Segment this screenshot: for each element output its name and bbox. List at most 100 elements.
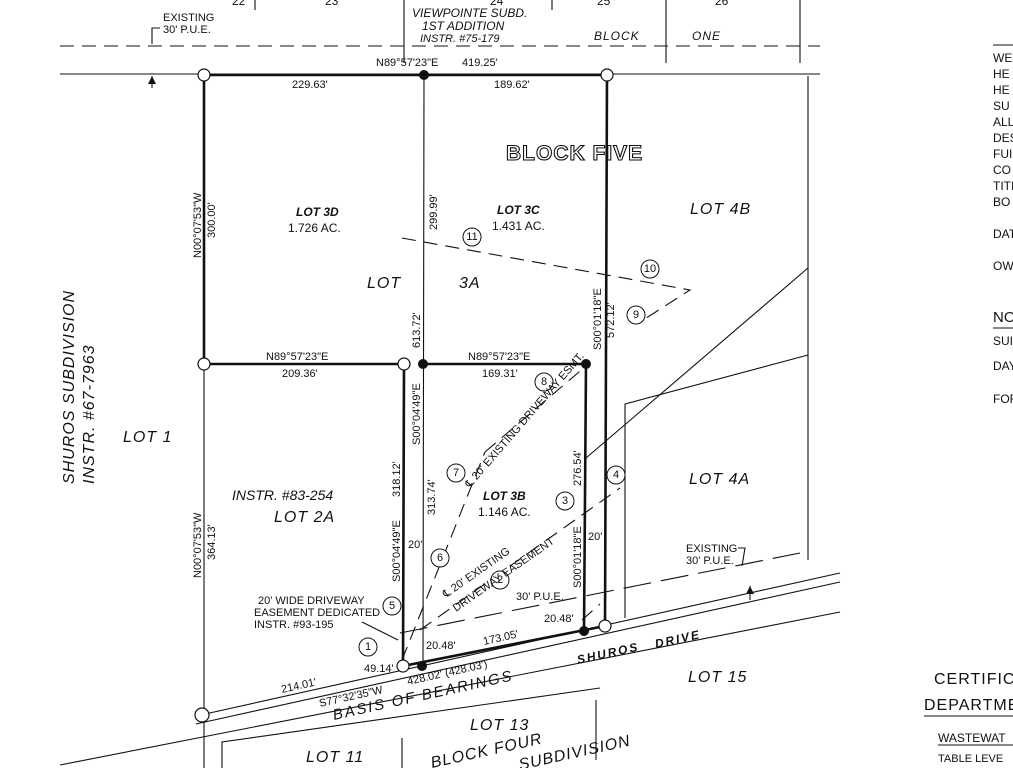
lot4a-boundary [624, 354, 809, 618]
lot4a-label: LOT 4A [689, 471, 750, 488]
driveway-leader [361, 621, 399, 641]
panel-day: DAY [993, 359, 1013, 373]
lot3b-name: LOT 3B [483, 489, 526, 503]
curve-number: 2 [497, 574, 503, 586]
panel-line: DES [993, 131, 1013, 145]
lot-labels: BLOCK FIVE LOT 3D 1.726 AC. LOT 3C 1.431… [61, 141, 751, 768]
lot3b-west-dist: 313.74' [426, 479, 438, 515]
monument-solid [419, 70, 429, 80]
middle-long-dist: 613.72' [411, 312, 423, 348]
curve-number: 11 [466, 231, 477, 243]
road-line [59, 611, 841, 766]
driveway-centerline-upper-b [484, 365, 587, 453]
block-one-label: ONE [692, 29, 721, 43]
lot11-label: LOT 11 [306, 749, 364, 766]
curve-number: 7 [453, 467, 459, 479]
monument-solid [581, 359, 591, 369]
monument-open [397, 357, 411, 371]
panel-date: DAT [993, 227, 1013, 241]
street-name-type: DRIVE [654, 627, 703, 651]
lot4b-label: LOT 4B [690, 201, 751, 218]
pue-arrow-head [746, 586, 754, 594]
monument-open [600, 68, 614, 82]
dimension-labels: N89°57'23"E 419.25' 229.63' 189.62' N00°… [192, 57, 617, 710]
lot15-label: LOT 15 [688, 669, 747, 686]
lot2a-label: LOT 2A [274, 509, 335, 526]
driveway-dedicated-label: 20' WIDE DRIVEWAY [258, 595, 365, 607]
curve-number: 1 [365, 641, 371, 653]
existing-pue-top-label: 30' P.U.E. [163, 24, 211, 36]
monument-open [396, 659, 410, 673]
panel-line: HE [993, 67, 1010, 81]
curve-number: 8 [541, 376, 547, 388]
lot3b-east-dist: 276.54' [572, 450, 584, 486]
north-left-dist: 229.63' [292, 79, 328, 91]
lot2a-east-boundary [401, 363, 406, 667]
lot4-divider [585, 267, 809, 459]
lot13-label: LOT 13 [470, 717, 529, 734]
panel-line: WE [993, 51, 1012, 65]
neighbor-lines [203, 76, 809, 768]
north-bearing: N89°57'23"E [376, 57, 438, 69]
driveway-dedicated-label: EASEMENT DEDICATED [254, 607, 380, 619]
seg-2048a: 20.48' [426, 640, 456, 652]
driveway-easement-lower [419, 487, 621, 631]
mid-right-bearing: N89°57'23"E [468, 351, 530, 363]
curve-number: 9 [633, 309, 639, 321]
monument-solid [418, 359, 428, 369]
top-lot-number: 22 [232, 0, 246, 8]
pue-leader-right [738, 547, 746, 567]
lot3b-east-boundary [582, 363, 588, 632]
lot3a-east-dashed-line [401, 237, 692, 323]
viewpointe-label: INSTR. #75-179 [420, 33, 499, 45]
panel-line: FUI [993, 147, 1012, 161]
top-lot-number: 24 [490, 0, 504, 8]
lot2a-instr: INSTR. #83-254 [232, 487, 333, 503]
road-south-edge [221, 687, 601, 768]
shuros-subdivision-instr: INSTR. #67-7963 [81, 344, 98, 484]
road-pue-line [399, 551, 806, 634]
panel-line: HE [993, 83, 1010, 97]
middle-boundary [422, 74, 425, 667]
monument-open [197, 68, 211, 82]
lot3b-west-bearing: S00°04'49"E [411, 383, 423, 445]
pue-leader [151, 27, 160, 44]
driveway-dedicated-label: INSTR. #93-195 [254, 619, 333, 631]
existing-pue-right: EXISTING [686, 543, 737, 555]
lot3b-area: 1.146 AC. [478, 505, 531, 519]
lot3d-name: LOT 3D [296, 205, 339, 219]
top-lot-number: 26 [715, 0, 729, 8]
panel-notary: NO [993, 309, 1013, 326]
curve-number: 6 [437, 552, 443, 564]
south-boundary [402, 624, 606, 668]
panel-line: CO [993, 163, 1011, 177]
pue-30-label: 30' P.U.E. [516, 591, 564, 603]
curve-number: 3 [562, 495, 568, 507]
lot2a-east-dist: 318.12' [391, 461, 403, 497]
monument-solid [579, 626, 589, 636]
right-panel: WE HE HE SU ALL DES FUI CO TITI BO DAT O… [924, 44, 1013, 765]
seg-49: 49.14' [364, 663, 394, 675]
existing-pue-right: 30' P.U.E. [686, 555, 734, 567]
panel-line: SU [993, 99, 1010, 113]
block-one-label: BLOCK [594, 29, 640, 43]
seg-2048b: 20.48' [544, 613, 574, 625]
panel-line: BO [993, 195, 1010, 209]
north-total: 419.25' [462, 57, 498, 69]
width-20-label: 20' [588, 531, 602, 543]
road-line [195, 581, 841, 725]
east-dist: 572.12' [605, 302, 617, 338]
street-name-word: SHUROS [576, 640, 641, 667]
shuros-subdivision-label: SHUROS SUBDIVISION [61, 290, 78, 484]
west-upper-bearing: N00°07'53"W [192, 192, 204, 258]
mid-right-dist: 169.31' [482, 368, 518, 380]
width-20-label: 20' [408, 539, 422, 551]
panel-owner: OW [993, 259, 1013, 273]
top-lot-number: 23 [325, 0, 339, 8]
panel-line: ALL [993, 115, 1013, 129]
west-upper-dist: 300.00' [206, 202, 218, 238]
panel-department: DEPARTMEI [924, 697, 1013, 714]
east-bearing: S00°01'18"E [592, 288, 604, 350]
lot3a-num: 3A [459, 275, 481, 292]
viewpointe-label: VIEWPOINTE SUBD. [412, 6, 527, 20]
